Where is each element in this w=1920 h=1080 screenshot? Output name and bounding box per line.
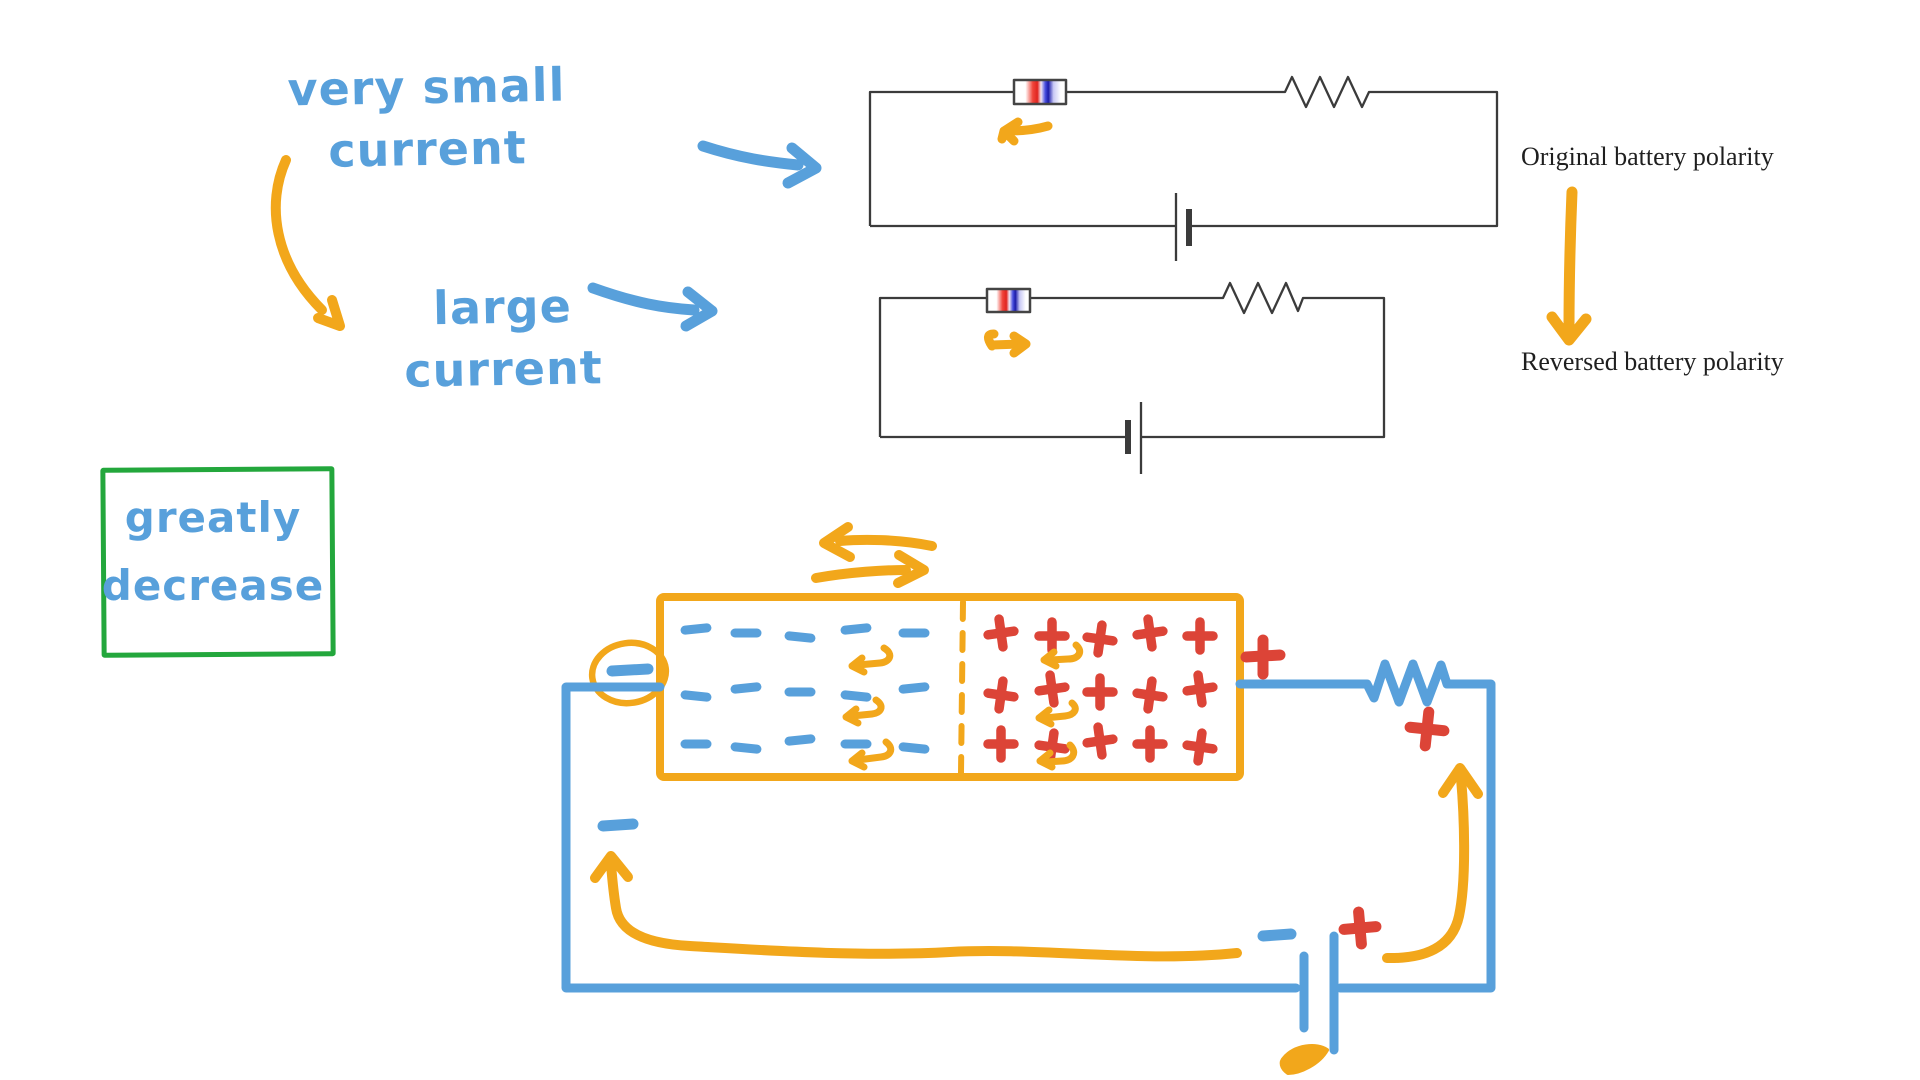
hand-circuit-wire [561,659,1496,1055]
diode-icon [1012,78,1068,106]
label-reversed-polarity: Reversed battery polarity [1521,347,1784,376]
positive-charge [1034,617,1070,655]
positive-charge [1082,722,1118,760]
current-flow-arrow-bottom [590,851,1242,962]
circuit-original [868,75,1499,261]
polarity-transition-arrow [1546,186,1592,346]
circuit-reversed-wire [878,281,1386,439]
positive-charge [1132,725,1168,763]
circuit-original-wire [868,75,1499,228]
anode-minus-sign [606,663,654,677]
wire-minus-sign [597,818,639,832]
positive-charge [1034,670,1070,708]
positive-charge [1182,670,1218,708]
negative-charge [840,690,872,702]
negative-charge [898,742,930,754]
negative-charge [840,623,872,635]
positive-charge [1182,617,1218,655]
negative-charge [784,734,816,746]
current-mark-below-battery [1279,1044,1329,1075]
positive-charge [1082,620,1118,658]
negative-charge [730,742,762,754]
positive-charges [983,614,1218,766]
positive-charge [1082,673,1118,711]
negative-charge [898,682,930,694]
negative-charge [680,690,712,702]
positive-charge [983,614,1019,652]
connector-arrow-notes [270,155,345,331]
negative-charge [730,682,762,694]
diode-icon [985,287,1032,314]
current-arrow-large [984,329,1031,358]
current-flow-arrow-right [1382,763,1483,964]
positive-charge [1182,728,1218,766]
diffusion-arrow-right [811,550,929,588]
diffusion-arrow-left [819,522,937,562]
negative-charge [784,631,816,643]
junction-divider [958,599,966,776]
positive-charge [1132,676,1168,714]
current-arrow-small [997,117,1053,146]
pointer-arrow-to-circuit2 [587,282,718,332]
label-original-polarity: Original battery polarity [1521,142,1774,171]
anode-sign-circle [588,639,670,707]
resistor-plus-sign [1404,706,1450,752]
positive-charge [1132,614,1168,652]
battery-plus-sign [1338,906,1382,950]
pointer-arrow-to-circuit1 [697,140,822,189]
cathode-plus-sign [1240,634,1286,680]
negative-charges [680,623,930,754]
note-greatly-decrease: greatly decrease [101,493,325,611]
battery-minus-sign [1257,928,1297,942]
negative-charge [680,623,712,635]
positive-charge [983,676,1019,714]
circuit-reversed [878,281,1386,474]
positive-charge [983,725,1019,763]
carrier-hook-arrows [842,641,1084,771]
